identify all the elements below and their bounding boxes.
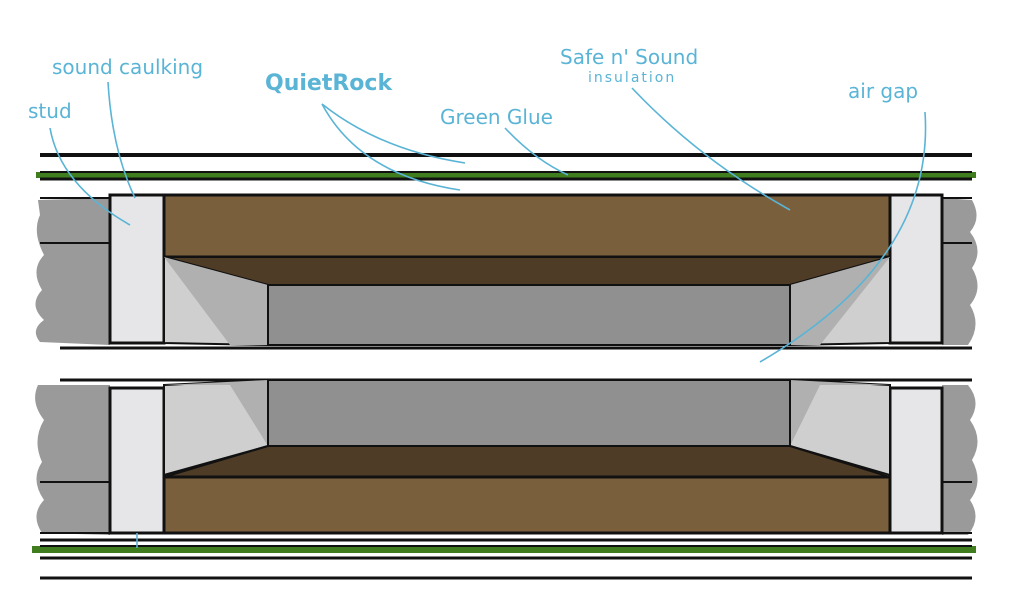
leader-sound-caulking <box>107 81 136 199</box>
insulation-top <box>162 193 892 259</box>
stud-right-top <box>888 193 944 345</box>
cavity-left-top-shade <box>164 257 268 345</box>
cavity-right-bottom-shade <box>790 380 890 446</box>
insulation-bottom-shadow <box>163 445 891 478</box>
insulation-top-shadow <box>163 256 891 286</box>
cavity-back-bottom <box>267 379 791 447</box>
leader-stud <box>49 127 131 226</box>
leader-air-gap <box>759 111 927 363</box>
green-glue-layer-bottom <box>32 546 976 553</box>
label-stud: stud <box>28 99 72 123</box>
leader-quietrock-2 <box>321 103 461 191</box>
cavity-left-bottom-shade <box>164 380 268 446</box>
label-insulation: insulation <box>588 70 676 86</box>
stud-right-bottom <box>888 386 944 535</box>
label-sound-caulking: sound caulking <box>52 55 203 79</box>
cavity-back-top <box>267 284 791 346</box>
annotation-leaders <box>49 81 927 548</box>
leader-safe-n-sound <box>631 87 791 211</box>
label-air-gap: air gap <box>848 79 918 103</box>
label-safe-n-sound: Safe n' Sound <box>560 45 698 69</box>
bottom-wall <box>32 378 976 580</box>
background-wall-texture <box>35 198 978 535</box>
insulation-bottom <box>162 475 892 535</box>
label-green-glue: Green Glue <box>440 105 553 129</box>
leader-green-glue <box>504 127 569 176</box>
top-wall <box>36 153 976 350</box>
green-glue-layer-top <box>36 172 976 178</box>
annotation-labels: stud sound caulking QuietRock Green Glue… <box>28 45 918 129</box>
leader-quietrock-1 <box>321 103 466 164</box>
stud-left-bottom <box>108 386 166 535</box>
label-quietrock: QuietRock <box>265 71 393 96</box>
